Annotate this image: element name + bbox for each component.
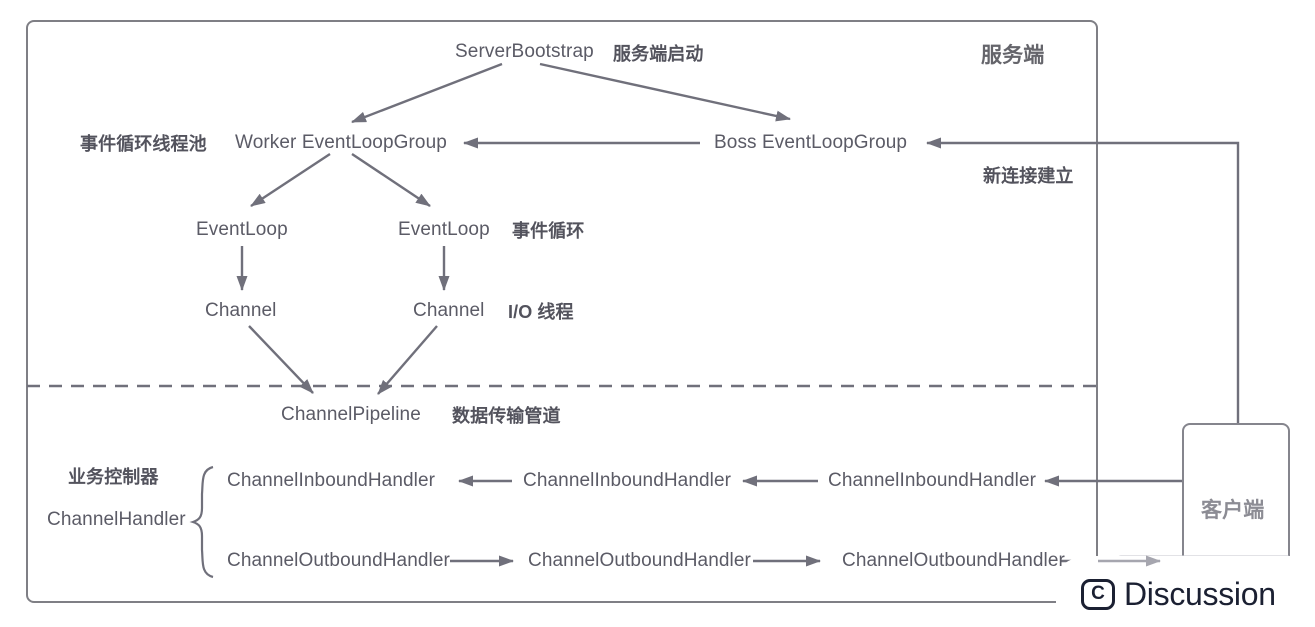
arrow-worker-to-eventloop-right — [351, 153, 431, 207]
inbound-handler-label-3: ChannelInboundHandler — [828, 470, 1037, 491]
client-title: 客户端 — [1201, 499, 1265, 522]
channel-handler-label: ChannelHandler — [47, 509, 186, 530]
arrow-channel-left-to-pipeline — [248, 325, 314, 394]
discussion-logo-letter: C — [1091, 583, 1105, 604]
inbound-handler-label-2: ChannelInboundHandler — [523, 470, 732, 491]
outbound-handler-label-1: ChannelOutboundHandler — [227, 550, 450, 571]
watermark-label: Discussion — [1124, 576, 1276, 612]
io-thread-note: I/O 线程 — [508, 302, 574, 322]
server-start-note: 服务端启动 — [613, 44, 704, 64]
watermark-card — [1056, 556, 1315, 627]
eventloop-left-label: EventLoop — [196, 219, 288, 240]
outbound-handler-label-2: ChannelOutboundHandler — [528, 550, 751, 571]
inbound-handler-label-1: ChannelInboundHandler — [227, 470, 436, 491]
arrow-channel-right-to-pipeline — [377, 325, 438, 395]
arrow-bootstrap-to-worker — [351, 62, 503, 124]
channel-right-label: Channel — [413, 300, 485, 321]
eventloop-note: 事件循环 — [512, 221, 585, 241]
channel-handler-brace — [189, 465, 214, 579]
boss-eventloopgroup-label: Boss EventLoopGroup — [714, 132, 908, 153]
arrow-bootstrap-to-boss — [539, 62, 791, 122]
server-box — [26, 20, 1098, 603]
eventloop-right-label: EventLoop — [398, 219, 490, 240]
arrow-client-to-boss — [926, 137, 1240, 423]
server-bootstrap-label: ServerBootstrap — [455, 41, 594, 62]
new-connection-note: 新连接建立 — [983, 166, 1074, 186]
pipeline-note: 数据传输管道 — [452, 406, 561, 426]
controller-note: 业务控制器 — [68, 467, 159, 487]
arrow-worker-to-eventloop-left — [250, 152, 331, 208]
channel-pipeline-label: ChannelPipeline — [281, 404, 421, 425]
worker-eventloopgroup-label: Worker EventLoopGroup — [235, 132, 447, 153]
channel-left-label: Channel — [205, 300, 277, 321]
eventloop-pool-note: 事件循环线程池 — [80, 134, 207, 154]
watermark: C Discussion — [1081, 576, 1276, 613]
server-title: 服务端 — [981, 44, 1045, 67]
outbound-handler-label-3: ChannelOutboundHandler — [842, 550, 1065, 571]
discussion-logo-icon: C — [1081, 579, 1115, 610]
